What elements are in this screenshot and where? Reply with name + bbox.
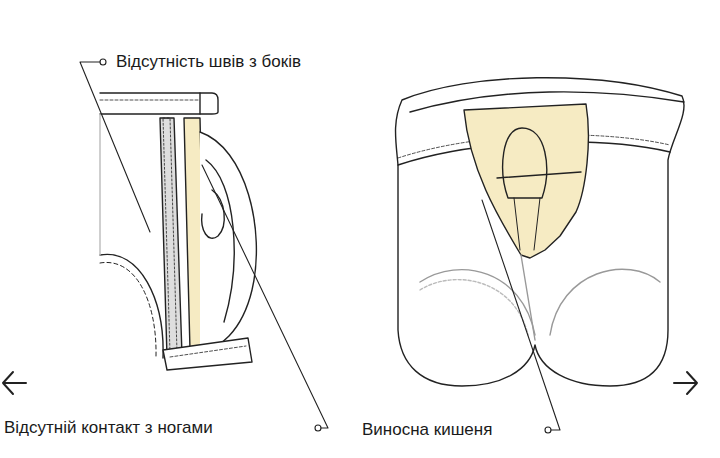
back-view bbox=[396, 78, 685, 386]
callout-label: Відсутній контакт з ногами bbox=[4, 418, 213, 438]
leader-lines bbox=[80, 59, 560, 433]
callout-label: Виносна кишеня bbox=[362, 420, 492, 440]
side-view bbox=[100, 93, 256, 370]
nav-arrows bbox=[3, 372, 697, 394]
callout-label: Відсутність швів з боків bbox=[116, 52, 301, 72]
